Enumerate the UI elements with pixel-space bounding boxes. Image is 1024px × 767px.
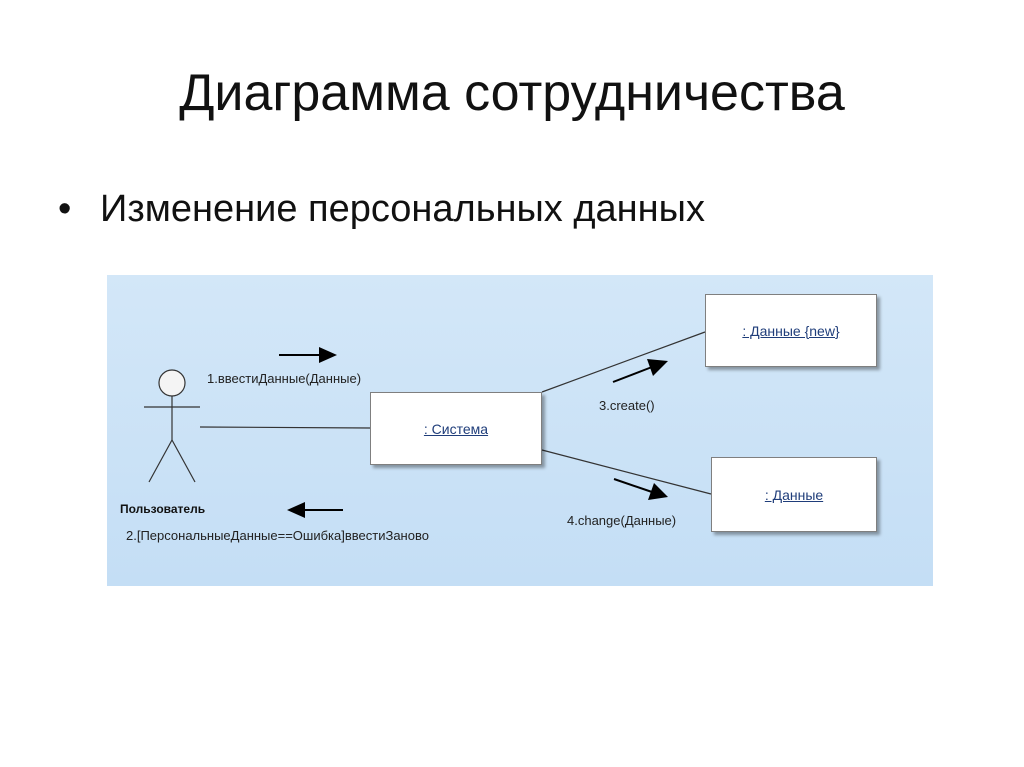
- link-actor-system: [199, 426, 371, 429]
- actor-figure: [144, 369, 200, 483]
- diagram-canvas: [144, 331, 712, 518]
- actor-right-leg: [171, 439, 196, 483]
- object-data-new[interactable]: : Данные {new}: [705, 294, 877, 367]
- bullet-text: Изменение персональных данных: [100, 188, 705, 230]
- collaboration-diagram: : Система : Данные {new} : Данные 1.ввес…: [107, 275, 933, 586]
- object-data[interactable]: : Данные: [711, 457, 877, 532]
- message-2-label: 2.[ПерсональныеДанные==Ошибка]ввестиЗано…: [126, 528, 429, 543]
- bullet-item: • Изменение персональных данных: [58, 188, 705, 231]
- bullet-marker: •: [58, 188, 72, 230]
- message-3-label: 3.create(): [599, 398, 655, 413]
- arrow-message-3: [612, 359, 668, 383]
- link-system-data-new: [541, 331, 706, 393]
- arrow-message-1: [279, 347, 337, 363]
- actor-name: Пользователь: [120, 502, 206, 516]
- object-data-label: : Данные: [764, 486, 824, 503]
- arrow-message-2: [287, 502, 343, 518]
- message-4-label: 4.change(Данные): [567, 513, 677, 528]
- object-system[interactable]: : Система: [370, 392, 542, 465]
- message-1-label: 1.ввестиДанные(Данные): [207, 371, 362, 386]
- slide-title: Диаграмма сотрудничества: [179, 64, 845, 122]
- actor-head: [158, 369, 186, 397]
- link-system-data: [541, 449, 712, 495]
- object-system-label: : Система: [423, 420, 489, 437]
- arrow-message-4: [613, 478, 668, 500]
- object-data-new-label: : Данные {new}: [742, 322, 840, 339]
- actor-left-leg: [148, 439, 173, 483]
